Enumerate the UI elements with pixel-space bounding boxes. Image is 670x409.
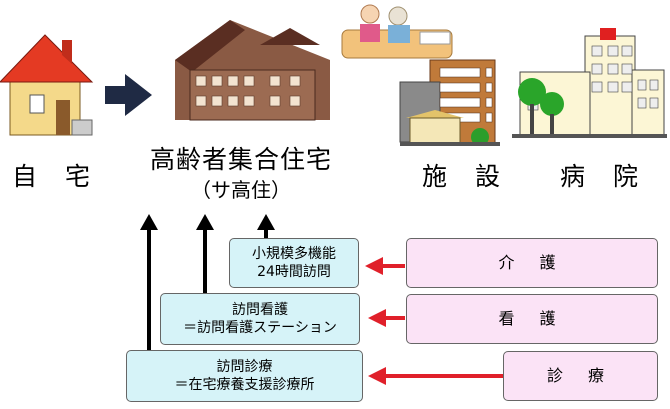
facility-label: 施 設 (422, 162, 510, 191)
source-care-box: 介 護 (406, 238, 658, 288)
service-visiting-medical-line2: ＝在宅療養支援診療所 (174, 377, 315, 393)
house-icon (0, 34, 94, 136)
source-nursing-label: 看 護 (498, 309, 566, 328)
housing-title: 高齢者集合住宅 (150, 145, 333, 174)
hospital-icon (512, 28, 667, 138)
service-small-multi-line2: 24時間訪問 (257, 264, 331, 280)
source-nursing-box: 看 護 (406, 294, 658, 344)
service-visiting-medical-line1: 訪問診療 (216, 359, 273, 375)
service-visiting-nursing-box: 訪問看護 ＝訪問看護ステーション (160, 293, 360, 345)
facility-building-icon (399, 59, 500, 146)
source-care-label: 介 護 (498, 253, 566, 272)
home-label: 自 宅 (12, 162, 100, 191)
source-medical-label: 診 療 (546, 366, 615, 385)
housing-subtitle: （サ高住） (191, 178, 291, 202)
red-arrow-care (365, 257, 405, 275)
service-small-multi-box: 小規模多機能 24時間訪問 (229, 238, 359, 288)
up-arrow-nursing (196, 214, 214, 293)
elderly-couple-icon (341, 4, 453, 59)
up-arrow-medical (140, 214, 158, 350)
up-arrow-small-multi (257, 214, 275, 238)
service-visiting-nursing-line2: ＝訪問看護ステーション (183, 320, 337, 336)
source-medical-box: 診 療 (503, 351, 658, 401)
red-arrow-nursing (368, 309, 405, 327)
arrow-right-icon (105, 74, 152, 116)
red-arrow-medical (368, 367, 503, 385)
apartment-building-icon (175, 20, 330, 121)
service-visiting-medical-box: 訪問診療 ＝在宅療養支援診療所 (126, 350, 363, 402)
hospital-label: 病 院 (560, 162, 648, 191)
service-visiting-nursing-line1: 訪問看護 (232, 302, 288, 318)
service-small-multi-line1: 小規模多機能 (252, 246, 336, 262)
